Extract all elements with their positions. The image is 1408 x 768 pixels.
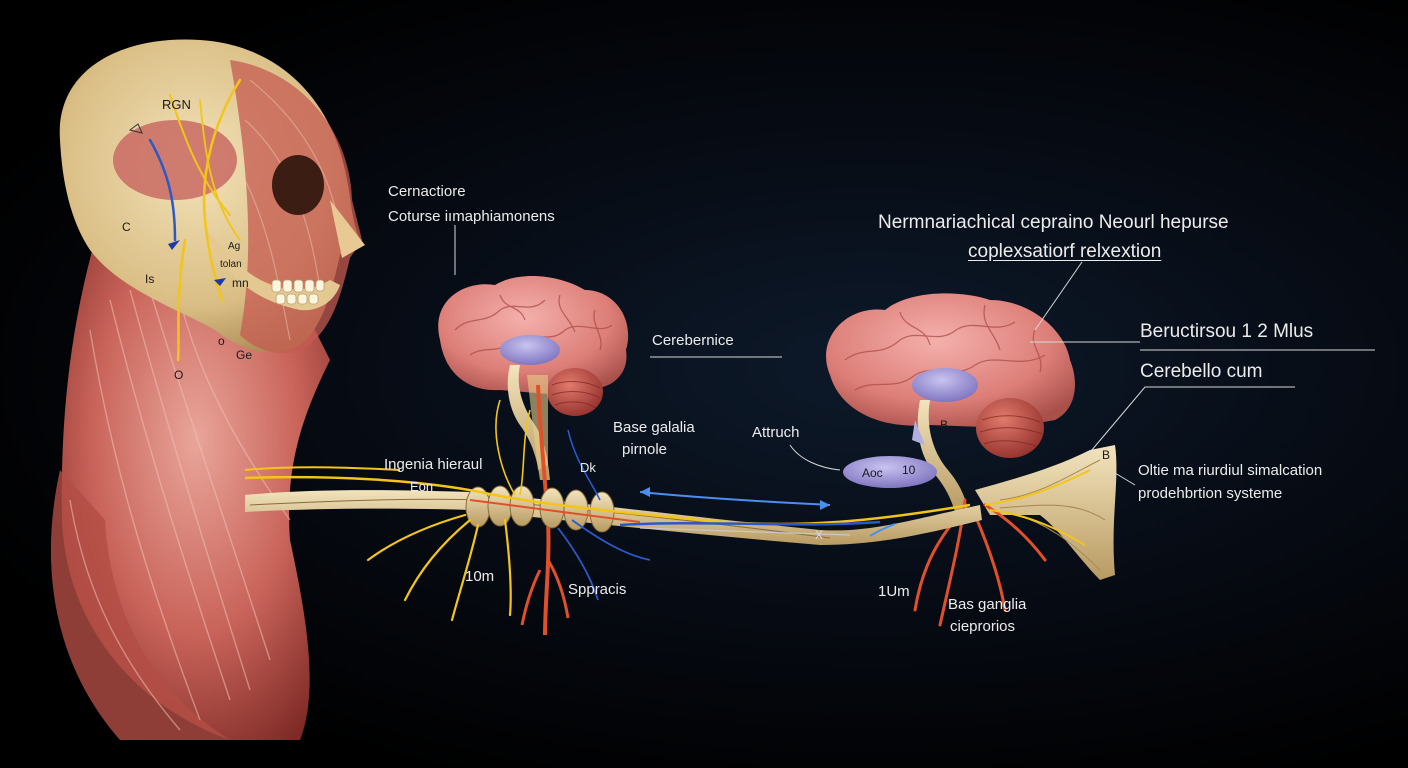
label-attruch: Attruch xyxy=(752,424,800,441)
label-olte-line-1: Oltie ma riurdiul simalcation xyxy=(1138,462,1323,479)
head-figure xyxy=(50,39,365,740)
label-skull-oc: o xyxy=(218,334,225,348)
label-cieprorios: cieprorios xyxy=(950,618,1016,635)
label-skull-tolan: tolan xyxy=(220,259,242,270)
label-cerebernice: Cerebernice xyxy=(652,332,734,349)
label-ingenia: Ingenia hieraul xyxy=(384,456,483,473)
label-coturse: Coturse iımaphiamonens xyxy=(388,208,555,225)
title-line-2: coplexsatiorf relxextion xyxy=(968,241,1162,262)
label-base-galalia: Base galalia xyxy=(613,419,695,436)
label-stem-b: B xyxy=(940,418,949,432)
label-dk: Dk xyxy=(580,460,596,475)
label-skull-is: Is xyxy=(145,272,155,286)
label-beructirsou: Beructirsou 1 2 Mlus xyxy=(1140,321,1314,342)
label-cernactiore: Cernactiore xyxy=(388,183,466,200)
label-sppracis: Sppracis xyxy=(568,581,627,598)
label-1um: 1Um xyxy=(878,583,910,600)
label-10m: 10m xyxy=(465,568,495,585)
label-olte-line-2: prodehbrtion systeme xyxy=(1138,485,1283,502)
label-stem-b2: B xyxy=(1102,448,1111,462)
leader-lines xyxy=(454,225,1375,486)
right-brain xyxy=(826,293,1117,627)
label-thal-10: 10 xyxy=(902,463,916,477)
label-pirnole: pirnole xyxy=(622,441,668,458)
label-cord-x: X xyxy=(815,528,824,542)
label-skull-ge: Ge xyxy=(236,348,253,362)
label-skull-mn: mn xyxy=(232,276,249,290)
nerve-bundle xyxy=(244,399,982,622)
label-skull-ag: Ag xyxy=(228,241,241,252)
signal-arrows xyxy=(639,487,896,537)
label-eon: Eon xyxy=(410,479,434,494)
left-brain xyxy=(438,275,629,636)
label-skull-c: C xyxy=(122,220,131,234)
label-cerebello: Cerebello cum xyxy=(1140,361,1263,382)
label-thal-aoc: Aoc xyxy=(862,466,883,480)
title-line-1: Nermnariachical cepraino Neourl hepurse xyxy=(878,212,1229,233)
label-bas-ganglia: Bas ganglia xyxy=(948,596,1027,613)
label-rgn: RGN xyxy=(162,97,191,112)
label-skull-o: O xyxy=(174,368,184,382)
